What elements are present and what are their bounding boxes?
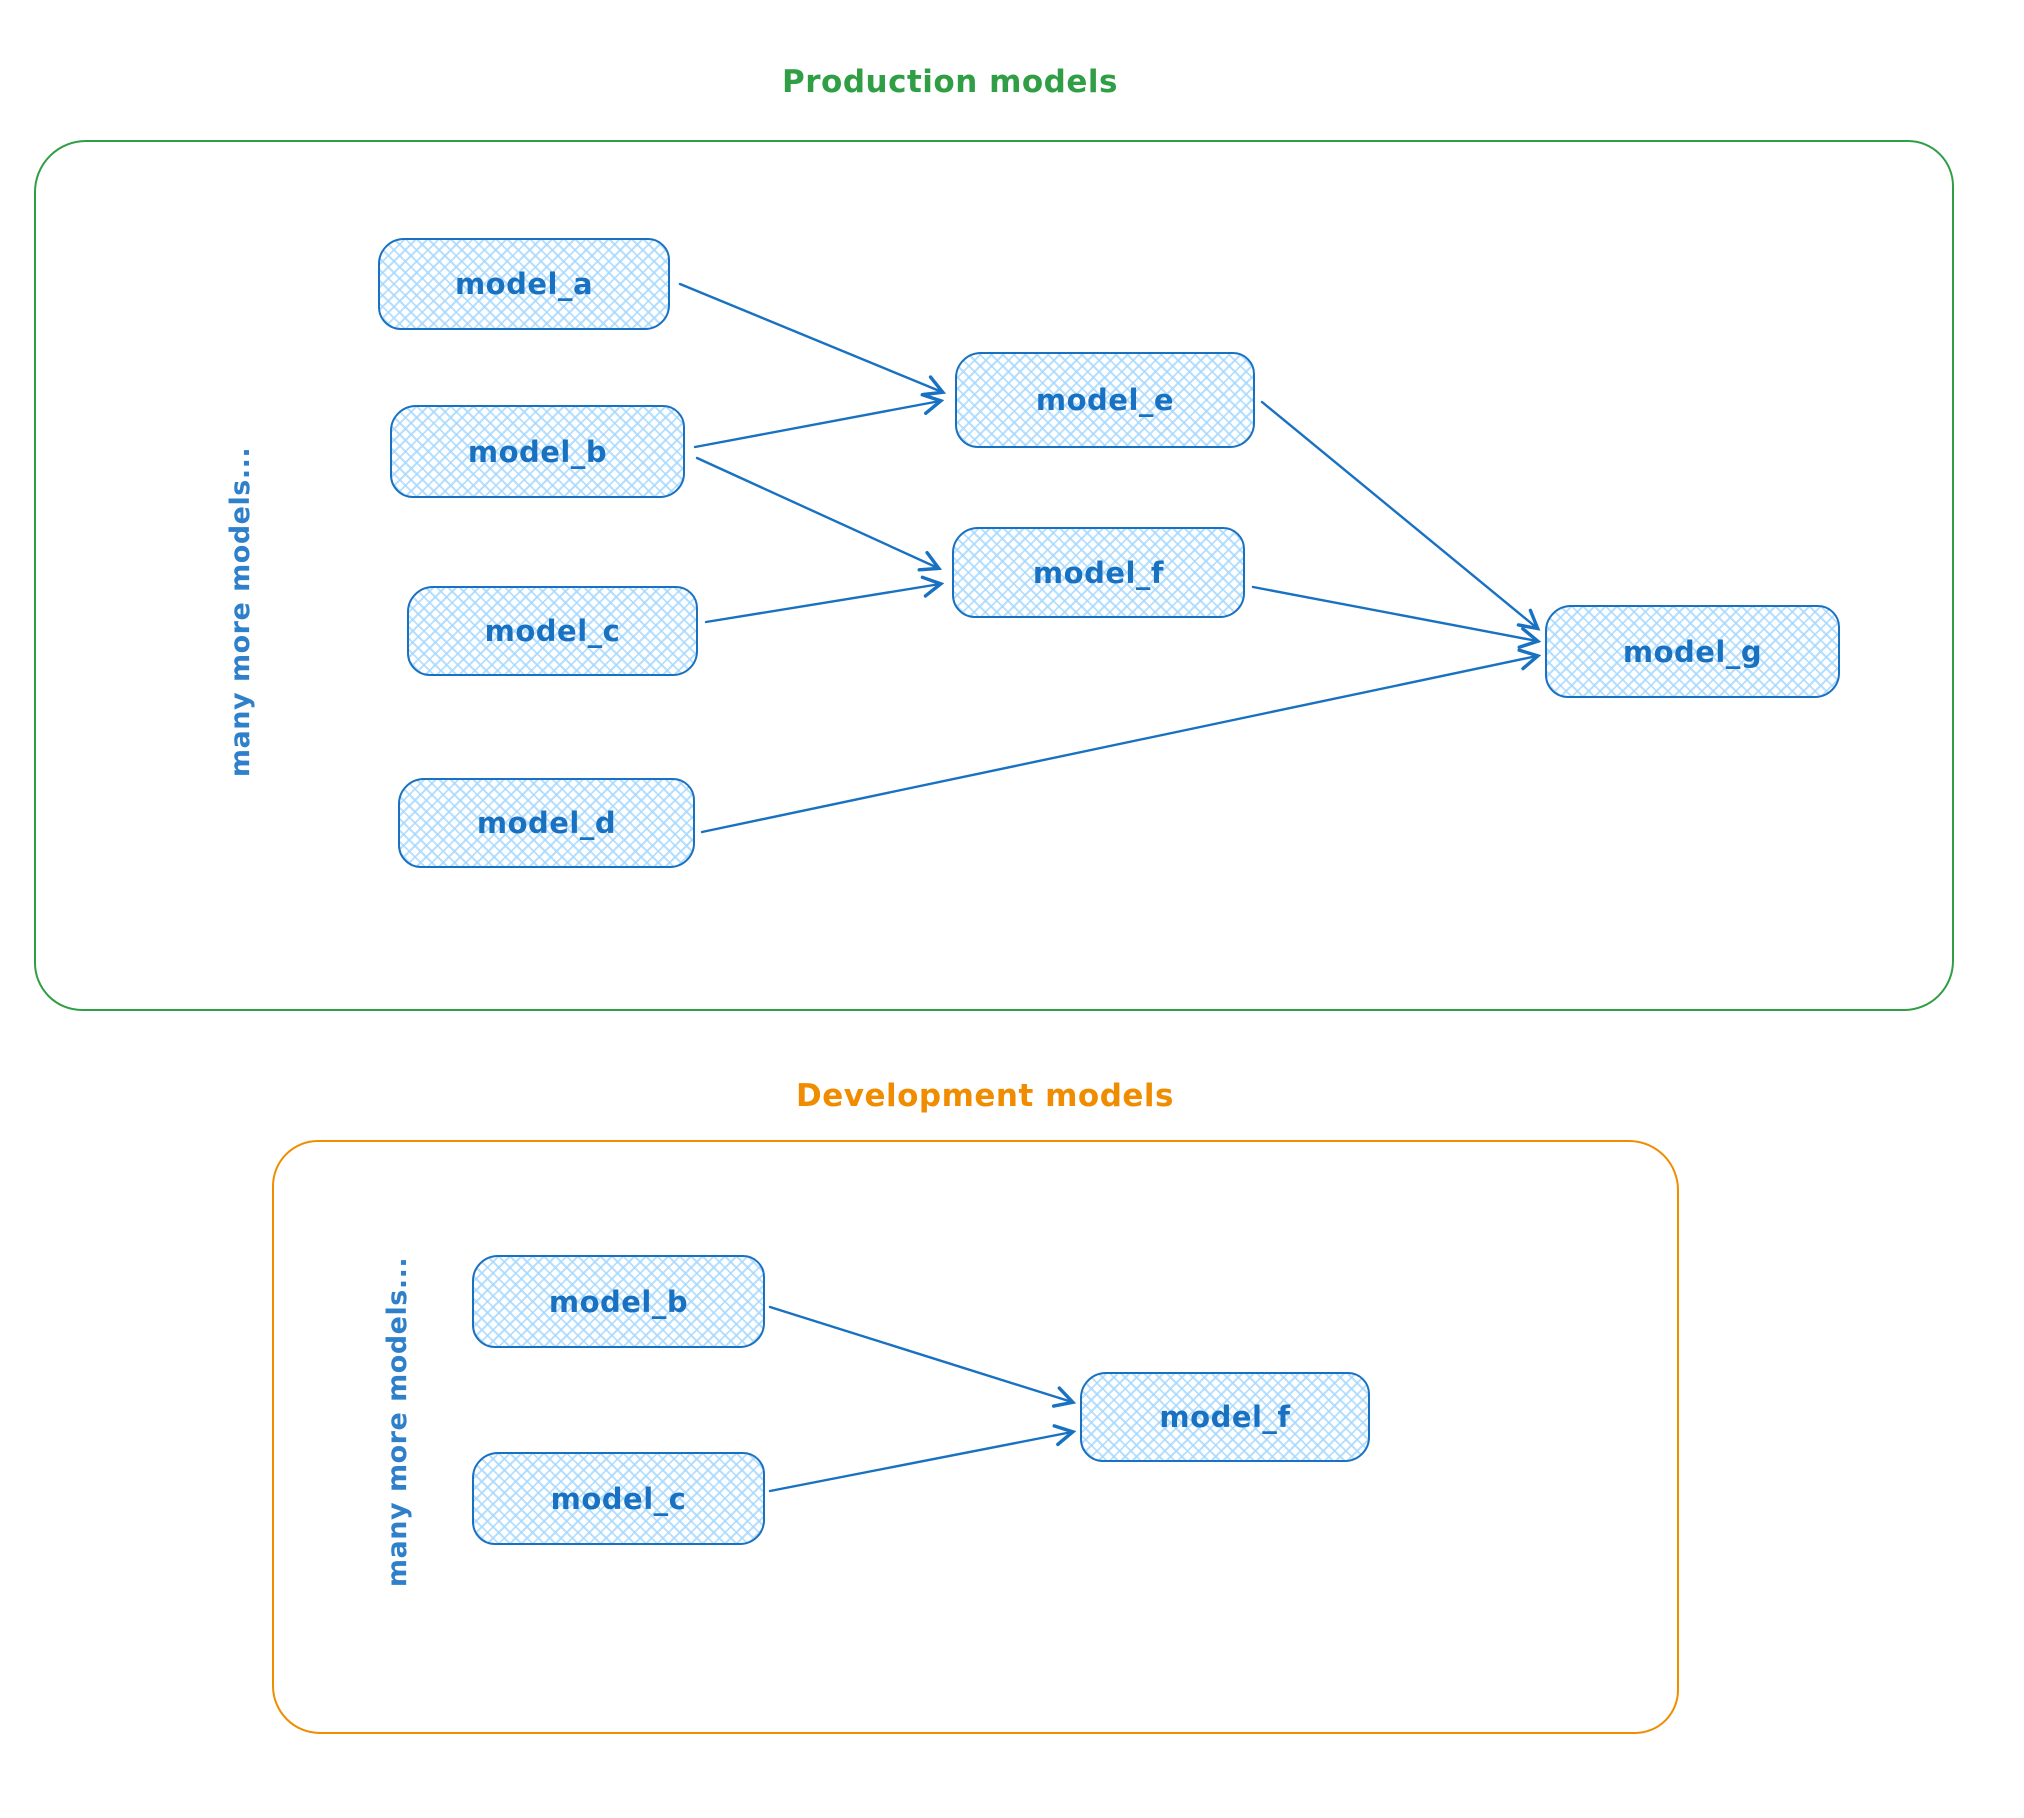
node-label-dev-model-c: model_c: [550, 1481, 687, 1516]
arrow-prod-model-b-to-model-f[interactable]: [695, 456, 938, 568]
node-label-model-e: model_e: [1035, 383, 1175, 417]
development-section-title: Development models: [795, 1078, 1175, 1114]
node-development-model-b[interactable]: model_b: [472, 1255, 765, 1348]
node-development-model-c[interactable]: model_c: [472, 1452, 765, 1545]
arrow-prod-model-c-to-model-f[interactable]: [704, 584, 940, 624]
node-label-dev-model-f: model_f: [1159, 1400, 1291, 1434]
node-label-model-f: model_f: [1032, 555, 1165, 590]
arrow-prod-model-f-to-model-g[interactable]: [1251, 585, 1537, 641]
arrow-prod-model-a-to-model-e[interactable]: [678, 282, 942, 392]
arrow-dev-model-b-to-model-f[interactable]: [768, 1305, 1072, 1402]
node-production-model-b[interactable]: model_b: [390, 405, 685, 498]
arrow-prod-model-d-to-model-g[interactable]: [700, 656, 1537, 834]
node-label-model-b: model_b: [467, 434, 608, 469]
node-production-model-d[interactable]: model_d: [398, 778, 695, 868]
arrow-dev-model-c-to-model-f[interactable]: [768, 1432, 1072, 1493]
arrow-prod-model-e-to-model-g[interactable]: [1260, 400, 1537, 628]
node-label-model-g: model_g: [1622, 634, 1763, 669]
development-side-label: many more models...: [381, 1256, 413, 1588]
node-label-model-a: model_a: [454, 267, 594, 301]
production-section-frame[interactable]: [34, 140, 1954, 1011]
production-section-title: Production models: [782, 64, 1118, 100]
node-label-model-d: model_d: [476, 806, 617, 840]
node-production-model-g[interactable]: model_g: [1545, 605, 1840, 698]
node-production-model-a[interactable]: model_a: [378, 238, 670, 330]
arrow-prod-model-b-to-model-e[interactable]: [693, 401, 940, 449]
node-production-model-e[interactable]: model_e: [955, 352, 1255, 448]
node-label-model-c: model_c: [484, 614, 621, 648]
node-production-model-f[interactable]: model_f: [952, 527, 1245, 618]
node-label-dev-model-b: model_b: [548, 1284, 689, 1319]
node-production-model-c[interactable]: model_c: [407, 586, 698, 676]
production-side-label: many more models...: [224, 446, 256, 778]
development-section-frame[interactable]: [272, 1140, 1679, 1734]
node-development-model-f[interactable]: model_f: [1080, 1372, 1370, 1462]
